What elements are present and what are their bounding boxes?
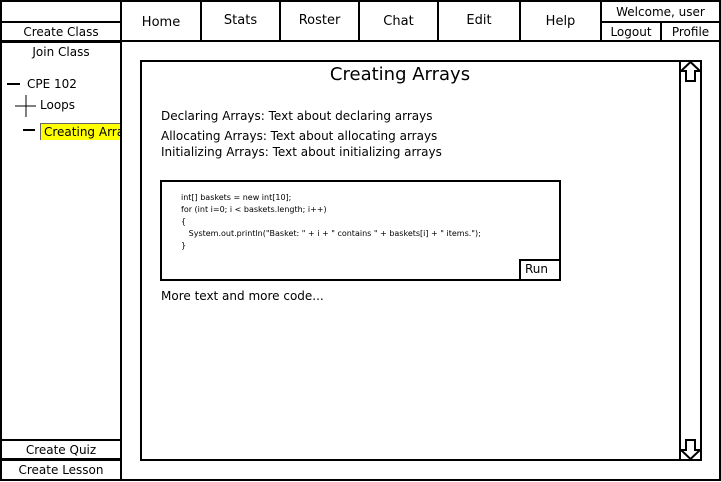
create-class-button[interactable]: Create Class: [0, 21, 122, 42]
logout-button[interactable]: Logout: [600, 21, 662, 42]
tab-edit[interactable]: Edit: [437, 0, 521, 42]
paragraph-declaring: Declaring Arrays: Text about declaring a…: [161, 109, 433, 123]
tab-chat[interactable]: Chat: [358, 0, 439, 42]
collapse-icon[interactable]: [7, 83, 20, 85]
code-line: {: [181, 217, 187, 226]
tree-item-cpe102[interactable]: CPE 102: [27, 77, 77, 91]
tab-help[interactable]: Help: [519, 0, 602, 42]
code-line: int[] baskets = new int[10];: [181, 193, 292, 202]
tab-stats[interactable]: Stats: [200, 0, 281, 42]
join-class-button[interactable]: Join Class: [0, 41, 122, 62]
tab-home[interactable]: Home: [120, 0, 202, 42]
more-text: More text and more code...: [161, 289, 324, 303]
scroll-down-arrow-icon[interactable]: [679, 438, 702, 461]
create-quiz-button[interactable]: Create Quiz: [0, 439, 122, 460]
profile-button[interactable]: Profile: [660, 21, 721, 42]
code-block: int[] baskets = new int[10]; for (int i=…: [160, 180, 561, 281]
welcome-label: Welcome, user: [600, 0, 721, 23]
code-line: System.out.println("Basket: " + i + " co…: [181, 229, 481, 238]
run-button[interactable]: Run: [519, 259, 561, 281]
code-line: }: [181, 241, 187, 250]
scrollbar-track[interactable]: [679, 60, 702, 461]
scroll-up-arrow-icon[interactable]: [679, 60, 702, 83]
paragraph-allocating: Allocating Arrays: Text about allocating…: [161, 129, 438, 143]
tree-leaf-connector: [23, 129, 35, 131]
create-lesson-button[interactable]: Create Lesson: [0, 459, 122, 481]
paragraph-initializing: Initializing Arrays: Text about initiali…: [161, 145, 442, 159]
tree-item-label: Creating Arrays: [40, 123, 120, 140]
code-line: for (int i=0; i < baskets.length; i++): [181, 205, 327, 214]
tab-roster[interactable]: Roster: [279, 0, 360, 42]
tree-item-loops[interactable]: Loops: [40, 98, 76, 112]
tree-branch-icon: [15, 95, 36, 117]
lesson-title: Creating Arrays: [329, 64, 471, 85]
tree-item-creating-arrays[interactable]: Creating Arrays: [40, 121, 120, 140]
